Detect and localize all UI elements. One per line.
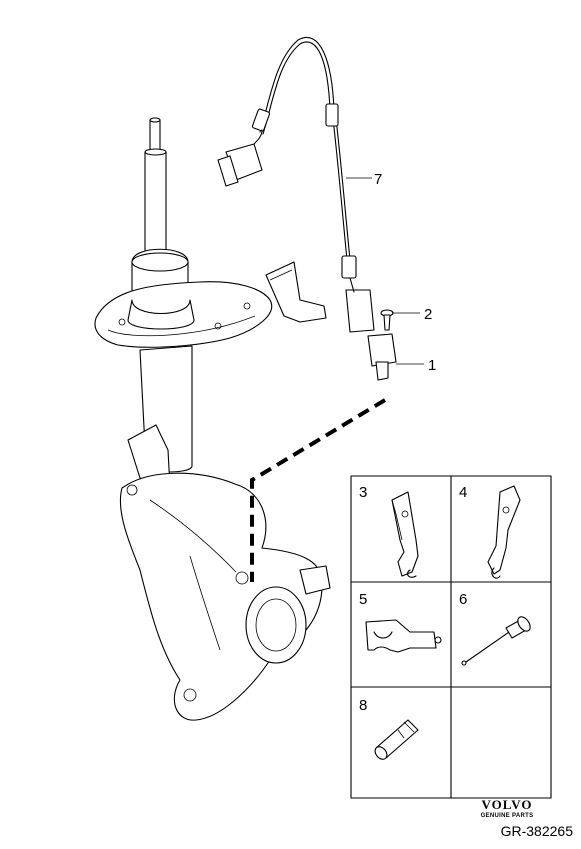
- callout-label-2: 2: [424, 306, 432, 323]
- part-4-bracket: [487, 485, 521, 579]
- part-6-rivet: [461, 616, 531, 666]
- callout-label-1: 1: [428, 357, 436, 374]
- abs-sensor-cable: [217, 37, 375, 333]
- strut-assembly: [94, 117, 331, 721]
- grid-label-4: 4: [459, 484, 467, 501]
- grid-label-3: 3: [359, 484, 367, 501]
- part-8-cable-guide: [374, 719, 419, 760]
- grid-label-5: 5: [359, 591, 367, 608]
- reference-number: GR-382265: [500, 823, 573, 839]
- brand-name: VOLVO: [481, 797, 533, 812]
- volvo-brand-mark: VOLVO GENUINE PARTS: [447, 798, 567, 820]
- parts-grid: 3 4 5 6 8: [350, 475, 552, 799]
- part-5-clip: [365, 619, 442, 653]
- grid-label-8: 8: [359, 697, 367, 714]
- wheel-speed-sensor: [367, 333, 397, 381]
- screw-part: [380, 309, 394, 331]
- grid-label-6: 6: [459, 591, 467, 608]
- callout-label-7: 7: [374, 171, 382, 188]
- installation-dashed-line: [250, 398, 387, 582]
- callout-group: 7 2 1: [346, 171, 436, 374]
- mounting-bracket: [265, 261, 327, 323]
- part-3-bracket: [391, 491, 419, 578]
- brand-subtitle: GENUINE PARTS: [480, 813, 534, 819]
